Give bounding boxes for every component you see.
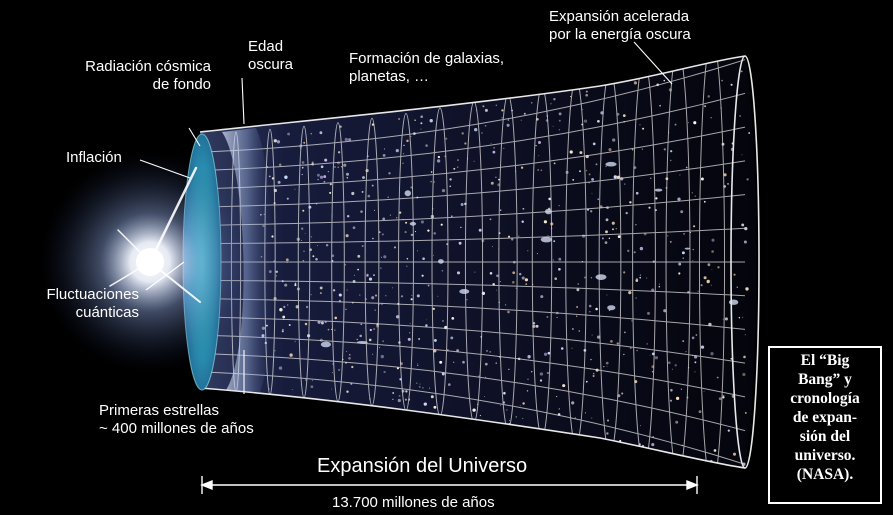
label-inflation: Inflación: [66, 149, 122, 166]
label-galaxies: Formación de galaxias, planetas, …: [349, 50, 505, 85]
label-fluctuations: Fluctuaciones cuánticas: [46, 286, 139, 321]
label-accelerated: Expansión acelerada por la energía oscur…: [549, 8, 691, 43]
label-expansion: Expansión del Universo: [317, 455, 528, 477]
label-dark-age: Edad oscura: [248, 38, 294, 73]
timeline-arrow: [200, 476, 699, 494]
label-cmb: Radiación cósmica de fondo: [85, 58, 211, 93]
galaxy-field: [260, 56, 751, 466]
caption-box: El “Big Bang” y cronología de expan- sió…: [768, 346, 882, 504]
label-first-stars: Primeras estrellas ~ 400 millones de año…: [99, 402, 254, 437]
mouth-ellipse: [730, 55, 760, 469]
label-timespan: 13.700 millones de años: [332, 494, 495, 511]
universe-outline: [199, 55, 746, 469]
leader-lines: [139, 41, 673, 394]
